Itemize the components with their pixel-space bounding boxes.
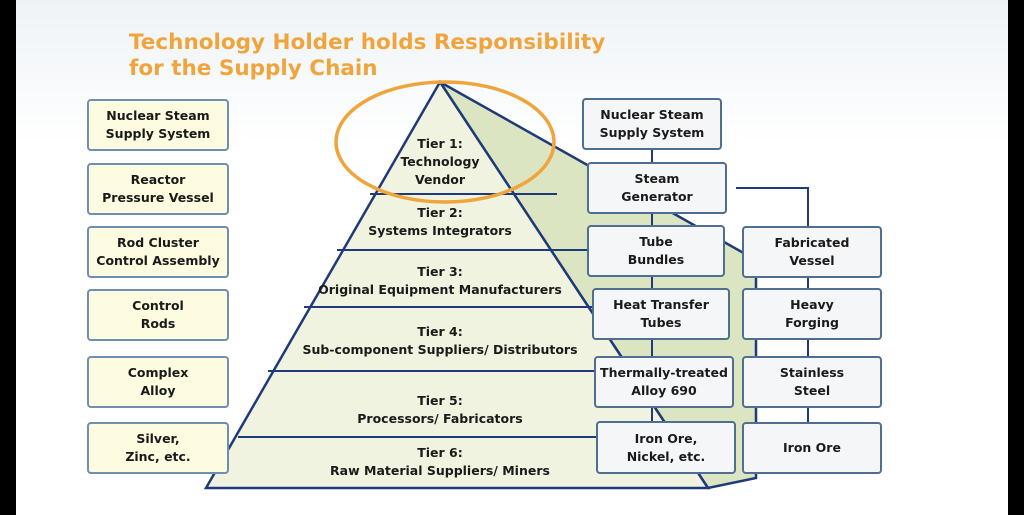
- right-box-iron-ore-nickel: Iron Ore, Nickel, etc.: [596, 421, 736, 474]
- left-box-reactor-pressure-vessel: Reactor Pressure Vessel: [87, 163, 229, 215]
- tier-5-label: Tier 5: Processors/ Fabricators: [357, 393, 523, 426]
- right-box-nuclear-steam-supply-system: Nuclear Steam Supply System: [582, 98, 722, 150]
- left-box-rod-cluster-control-assembly: Rod Cluster Control Assembly: [87, 226, 229, 278]
- right-box-tube-bundles: Tube Bundles: [587, 225, 725, 277]
- right-box-steam-generator: Steam Generator: [587, 162, 727, 214]
- left-box-complex-alloy: Complex Alloy: [87, 356, 229, 408]
- tier-6-label: Tier 6: Raw Material Suppliers/ Miners: [330, 445, 550, 478]
- right-box-thermally-treated-alloy-690: Thermally-treated Alloy 690: [594, 356, 734, 408]
- left-box-nuclear-steam-supply-system: Nuclear Steam Supply System: [87, 99, 229, 151]
- branch-box-heavy-forging: Heavy Forging: [742, 288, 882, 340]
- right-letterbox: [1008, 0, 1024, 515]
- tier1-highlight-ellipse: [334, 80, 556, 204]
- right-box-heat-transfer-tubes: Heat Transfer Tubes: [592, 288, 730, 340]
- tier-1-label: Tier 1: Technology Vendor: [400, 136, 480, 187]
- branch-box-iron-ore: Iron Ore: [742, 422, 882, 474]
- slide-title: Technology Holder holds Responsibility f…: [129, 30, 606, 81]
- left-box-silver-zinc: Silver, Zinc, etc.: [87, 422, 229, 474]
- slide: Technology Holder holds Responsibility f…: [16, 0, 1008, 515]
- branch-box-fabricated-vessel: Fabricated Vessel: [742, 226, 882, 278]
- left-box-control-rods: Control Rods: [87, 289, 229, 341]
- left-letterbox: [0, 0, 16, 515]
- pyramid-front-face: [203, 79, 711, 490]
- tier-3-label: Tier 3: Original Equipment Manufacturers: [318, 264, 562, 297]
- connector-branch-steam-generator: [736, 187, 809, 226]
- branch-box-stainless-steel: Stainless Steel: [742, 356, 882, 408]
- tier-2-label: Tier 2: Systems Integrators: [368, 205, 512, 238]
- tier-4-label: Tier 4: Sub-component Suppliers/ Distrib…: [302, 324, 578, 357]
